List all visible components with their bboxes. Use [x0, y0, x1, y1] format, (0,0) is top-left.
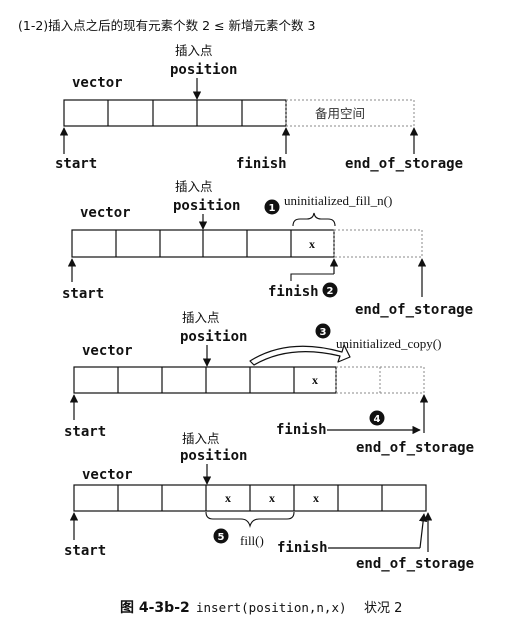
svg-text:1: 1 [269, 203, 276, 214]
panel-3: 插入点 position vector 3 uninitialized_copy… [64, 310, 474, 456]
filled-x-2: x [269, 491, 275, 505]
fill-brace [292, 212, 336, 227]
fill-brace [205, 511, 295, 528]
panel-1: 插入点 position vector 备用空间 start finish en… [55, 43, 463, 172]
filled-x-1: x [225, 491, 231, 505]
finish-label: finish [268, 284, 319, 300]
spare-space-label: 备用空间 [315, 106, 365, 121]
spare-space-box [285, 99, 415, 127]
caption-code: insert(position,n,x) [196, 600, 347, 615]
vector-label: vector [82, 467, 133, 483]
caption-suffix: 状况 2 [364, 601, 402, 616]
vector-label: vector [80, 205, 131, 221]
section-heading: (1-2)插入点之后的现有元素个数 2 ≤ 新增元素个数 3 [18, 18, 315, 33]
svg-text:4: 4 [374, 414, 381, 425]
start-label: start [64, 543, 106, 559]
finish-arrow [418, 513, 428, 549]
step-5-badge: 5 [213, 528, 229, 544]
position-label: position [180, 329, 247, 345]
end-of-storage-label: end_of_storage [356, 556, 474, 572]
position-label: position [180, 448, 247, 464]
insert-point-label: 插入点 [175, 179, 213, 194]
step-3-badge: 3 [315, 323, 331, 339]
filled-x-1: x [309, 237, 315, 251]
svg-text:3: 3 [320, 327, 327, 338]
insert-point-label: 插入点 [182, 310, 220, 325]
position-label: position [170, 62, 237, 78]
insert-point-label: 插入点 [175, 43, 213, 58]
svg-text:2: 2 [327, 286, 334, 297]
panel-2: 插入点 position vector 1 uninitialized_fill… [62, 179, 473, 318]
fill-label: fill() [240, 533, 264, 548]
end-of-storage-label: end_of_storage [345, 156, 463, 172]
finish-label: finish [276, 422, 327, 438]
caption-label: 图 4-3b-2 [120, 600, 190, 616]
finish-label: finish [277, 540, 328, 556]
uninitialized-copy-label: uninitialized_copy() [336, 336, 441, 351]
step-1-badge: 1 [264, 199, 280, 215]
panel-4: 插入点 position vector x x x 5 fill() start… [64, 431, 474, 572]
vector-cells [73, 366, 337, 394]
vector-label: vector [82, 343, 133, 359]
step-4-badge: 4 [369, 410, 385, 426]
step-2-badge: 2 [322, 282, 338, 298]
uninitialized-fill-n-label: uninitialized_fill_n() [284, 193, 392, 208]
start-label: start [64, 424, 106, 440]
filled-x-1: x [312, 373, 318, 387]
spare-space-box [333, 229, 423, 258]
insert-point-label: 插入点 [182, 431, 220, 446]
finish-pointer-line [290, 273, 334, 281]
end-of-storage-label: end_of_storage [355, 302, 473, 318]
filled-x-3: x [313, 491, 319, 505]
vector-cells [63, 99, 287, 127]
start-label: start [55, 156, 97, 172]
finish-label: finish [236, 156, 287, 172]
copy-arrow [249, 344, 351, 366]
end-of-storage-label: end_of_storage [356, 440, 474, 456]
figure-caption: 图 4-3b-2 insert(position,n,x) 状况 2 [120, 600, 402, 616]
start-label: start [62, 286, 104, 302]
vector-label: vector [72, 75, 123, 91]
svg-text:5: 5 [218, 532, 225, 543]
position-label: position [173, 198, 240, 214]
